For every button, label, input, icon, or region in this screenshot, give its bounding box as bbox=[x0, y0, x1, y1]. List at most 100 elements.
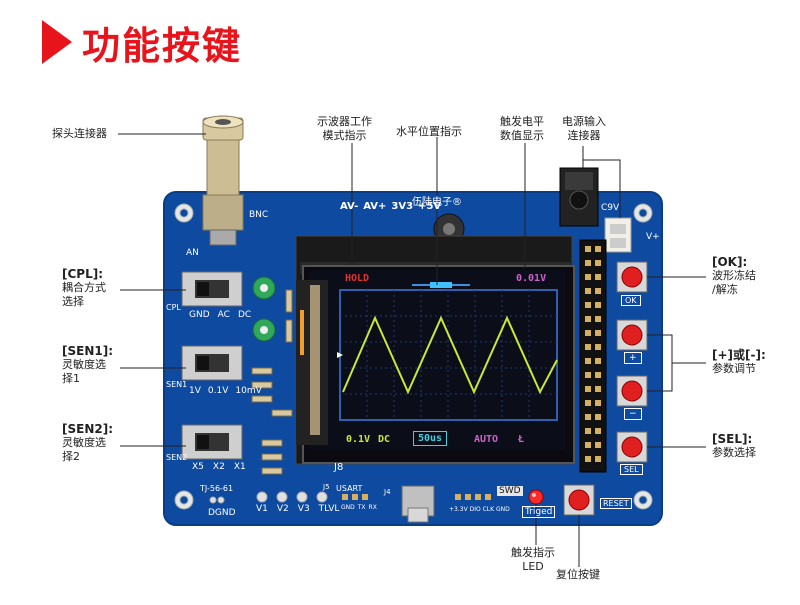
silk-sen1-positions: 1V 0.1V 10mV bbox=[189, 386, 262, 396]
label-trigger-led-line1: 触发指示 bbox=[511, 546, 555, 559]
silk-j5: J5 bbox=[323, 483, 330, 491]
label-probe: 探头连接器 bbox=[52, 127, 107, 140]
label-power: 电源输入 连接器 bbox=[562, 115, 606, 143]
leader-lines bbox=[118, 133, 706, 567]
label-sen1-head: [SEN1]: bbox=[62, 344, 113, 358]
silk-j8: J8 bbox=[334, 462, 344, 473]
label-sen1: [SEN1]: 灵敏度选 择1 bbox=[62, 344, 113, 386]
label-cpl-head: [CPL]: bbox=[62, 267, 104, 281]
silk-sen2-tag: SEN2 bbox=[166, 453, 188, 462]
label-sen2-line2: 择2 bbox=[62, 450, 80, 463]
button-minus bbox=[616, 375, 648, 407]
usb-connector bbox=[401, 485, 435, 523]
label-ok-line2: /解冻 bbox=[712, 283, 738, 296]
label-sen2-line1: 灵敏度选 bbox=[62, 436, 106, 449]
silk-reset: RESET bbox=[600, 498, 632, 509]
label-mode-line1: 示波器工作 bbox=[317, 115, 372, 128]
label-power-line2: 连接器 bbox=[567, 129, 601, 142]
silk-cpl-tag: CPL bbox=[166, 303, 181, 312]
silk-0-1v: 0.1V bbox=[207, 386, 229, 396]
cpl-switch bbox=[181, 271, 243, 307]
label-power-line1: 电源输入 bbox=[562, 115, 606, 128]
silk-ac: AC bbox=[217, 310, 230, 320]
label-plus-minus: [+]或[-]: 参数调节 bbox=[712, 348, 766, 376]
button-sel bbox=[616, 431, 648, 463]
label-cpl: [CPL]: 耦合方式 选择 bbox=[62, 267, 106, 309]
label-trig-level-line2: 数值显示 bbox=[500, 129, 544, 142]
silk-sw-ok: OK bbox=[621, 295, 641, 306]
header-pads bbox=[342, 494, 491, 500]
silk-bnc: BNC bbox=[249, 210, 269, 220]
silk-v3: V3 bbox=[297, 504, 310, 514]
heading-text: 功能按键 bbox=[82, 23, 243, 68]
button-ok bbox=[616, 261, 648, 293]
pin-header-right bbox=[579, 239, 607, 473]
silk-tlvl: TLVL bbox=[318, 504, 340, 514]
bnc-connector bbox=[202, 115, 244, 246]
label-trigger-led-line2: LED bbox=[522, 560, 544, 573]
trigger-led bbox=[528, 489, 544, 505]
silk-usart-rx: RX bbox=[368, 504, 377, 511]
silk-x1: X1 bbox=[233, 462, 246, 472]
label-hpos: 水平位置指示 bbox=[396, 125, 462, 138]
silk-usart-tx: TX bbox=[357, 504, 366, 511]
silk-an: AN bbox=[186, 248, 199, 258]
silk-j4: J4 bbox=[384, 488, 391, 496]
lcd-trig-level: 0.01V bbox=[516, 273, 547, 284]
silk-dc: DC bbox=[237, 310, 252, 320]
silk-swd: SWD bbox=[497, 486, 523, 496]
silk-sw-plus: + bbox=[624, 352, 642, 364]
heading-arrow-icon bbox=[42, 20, 72, 64]
label-ok-head: [OK]: bbox=[712, 255, 748, 269]
silk-gnd: GND bbox=[189, 310, 210, 320]
label-cpl-line1: 耦合方式 bbox=[62, 281, 106, 294]
sen2-switch bbox=[181, 424, 243, 460]
label-sel: [SEL]: 参数选择 bbox=[712, 432, 756, 460]
silk-sw-sel: SEL bbox=[620, 464, 643, 475]
label-plus-minus-line1: 参数调节 bbox=[712, 362, 756, 375]
label-ok: [OK]: 波形冻结 /解冻 bbox=[712, 255, 756, 297]
silk-triged: Triged bbox=[522, 506, 556, 518]
silk-sen1-tag: SEN1 bbox=[166, 380, 188, 389]
silk-swd-pins: +3.3V DIO CLK GND bbox=[449, 506, 510, 513]
lcd-timebase: 50us bbox=[413, 431, 448, 446]
mounting-holes bbox=[174, 203, 653, 510]
label-sen2: [SEN2]: 灵敏度选 择2 bbox=[62, 422, 113, 464]
silk-sw-minus: − bbox=[624, 408, 642, 420]
label-ok-line1: 波形冻结 bbox=[712, 269, 756, 282]
silk-av-minus: AV- bbox=[340, 201, 359, 212]
silk-usart-pins: GND TX RX bbox=[341, 504, 377, 511]
label-sel-line1: 参数选择 bbox=[712, 446, 756, 459]
silk-probe-pins: V1 V2 V3 TLVL bbox=[256, 504, 339, 514]
label-trig-level: 触发电平 数值显示 bbox=[500, 115, 544, 143]
silk-c9v: C9V bbox=[601, 203, 620, 213]
power-header bbox=[604, 217, 632, 253]
label-trigger-led: 触发指示 LED bbox=[511, 546, 555, 574]
small-components bbox=[251, 289, 293, 475]
lcd-screen bbox=[296, 270, 565, 450]
trimmer-pots bbox=[252, 276, 276, 342]
lcd-trig-mode: AUTO bbox=[474, 434, 499, 445]
silk-cpl-positions: GND AC DC bbox=[189, 310, 251, 320]
silk-5v: +5V bbox=[418, 201, 442, 212]
silk-dgnd: DGND bbox=[208, 508, 236, 518]
label-mode: 示波器工作 模式指示 bbox=[317, 115, 372, 143]
silk-usart: USART bbox=[336, 484, 363, 493]
silk-model: TJ-56-61 bbox=[200, 484, 234, 493]
label-sel-head: [SEL]: bbox=[712, 432, 753, 446]
label-sen1-line2: 择1 bbox=[62, 372, 80, 385]
silk-brand: 伍陆电子® bbox=[412, 197, 462, 208]
label-plus-minus-head: [+]或[-]: bbox=[712, 348, 766, 362]
waveform-trace bbox=[342, 315, 558, 395]
lcd-coupling: DC bbox=[378, 434, 391, 445]
label-sen1-line1: 灵敏度选 bbox=[62, 358, 106, 371]
label-cpl-line2: 选择 bbox=[62, 295, 84, 308]
heading: 功能按键 bbox=[42, 12, 242, 72]
label-trig-level-line1: 触发电平 bbox=[500, 115, 544, 128]
sen1-switch bbox=[181, 345, 243, 381]
silk-v2: V2 bbox=[276, 504, 289, 514]
silk-1v: 1V bbox=[189, 386, 201, 396]
silk-x2: X2 bbox=[212, 462, 225, 472]
label-mode-line2: 模式指示 bbox=[322, 129, 367, 142]
dc-power-jack bbox=[559, 167, 599, 227]
